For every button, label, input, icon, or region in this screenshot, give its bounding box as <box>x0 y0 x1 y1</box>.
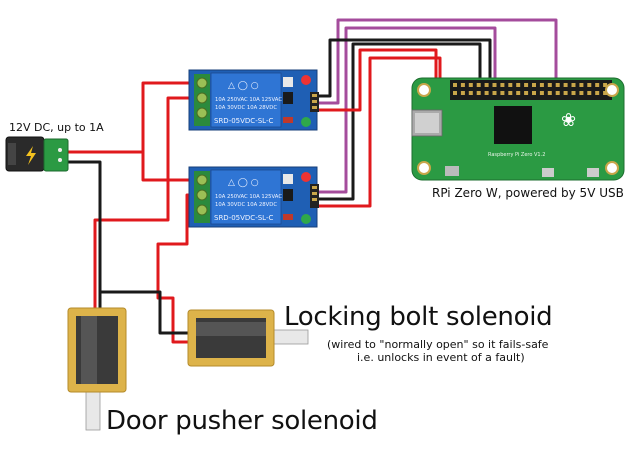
relay-1-logos: △ ◯ ○ <box>228 81 259 91</box>
relay-2-rating-line-1: 10A 250VAC 10A 125VAC <box>215 194 282 200</box>
gpio-pin <box>468 91 473 95</box>
gpio-pin <box>603 91 608 95</box>
gpio-pin <box>571 83 576 87</box>
gpio-pin <box>603 83 608 87</box>
gpio-pin <box>516 91 521 95</box>
wire-red-relay2-to-bolt <box>156 193 200 344</box>
wire-black-to-bolt <box>98 290 190 335</box>
gpio-pin <box>484 83 489 87</box>
gpio-pin <box>547 83 552 87</box>
gpio-pin <box>460 83 465 87</box>
gpio-pin <box>547 91 552 95</box>
gpio-pin <box>524 83 529 87</box>
gpio-pin <box>579 91 584 95</box>
wire-black-jack-to-door <box>64 160 102 318</box>
gpio-pin <box>595 83 600 87</box>
gpio-pin <box>555 83 560 87</box>
gpio-pin <box>460 91 465 95</box>
wires <box>64 18 558 344</box>
wire-red-jack-to-relay1 <box>64 81 200 154</box>
bolt-note-line-2: i.e. unlocks in event of a fault) <box>357 351 525 364</box>
gpio-pin <box>516 83 521 87</box>
gpio-pin <box>532 91 536 95</box>
relay-2-rating-line-2: 10A 30VDC 10A 28VDC <box>215 202 277 208</box>
gpio-pin <box>492 83 497 87</box>
gpio-pin <box>555 91 560 95</box>
rpi-label: RPi Zero W, powered by 5V USB <box>432 186 624 200</box>
raspberry-pi-zero-board: ❀ Raspberry Pi Zero V1.2 <box>411 77 625 181</box>
gpio-pin <box>539 83 544 87</box>
gpio-pin <box>484 91 489 95</box>
relay-1-model: SRD-05VDC-SL-C <box>214 117 273 125</box>
gpio-pin <box>563 91 568 95</box>
gpio-pin <box>508 91 513 95</box>
gpio-pin <box>500 91 505 95</box>
gpio-pin <box>453 83 457 87</box>
gpio-pin <box>579 83 584 87</box>
wire-purple-relay2 <box>316 26 497 194</box>
gpio-pin <box>587 83 592 87</box>
gpio-pin <box>468 83 473 87</box>
gpio-pin <box>476 83 481 87</box>
wire-red-jack-to-relay2 <box>141 150 200 182</box>
gpio-pin <box>508 83 513 87</box>
wire-black-relay1-gnd <box>316 38 492 98</box>
power-bolt-icon <box>26 146 36 165</box>
wire-red-relay1-vcc <box>316 48 438 112</box>
gpio-pin <box>539 91 544 95</box>
wire-red-relay1-to-door <box>93 96 200 318</box>
relay-2-logos: △ ◯ ○ <box>228 178 259 188</box>
gpio-pin <box>532 83 536 87</box>
wire-red-relay2-vcc <box>316 56 442 208</box>
gpio-pin <box>595 91 600 95</box>
gpio-header-pins <box>453 83 608 95</box>
door-pusher-solenoid <box>67 307 127 431</box>
relay-2-model: SRD-05VDC-SL-C <box>214 214 273 222</box>
wire-purple-relay1 <box>316 18 558 105</box>
gpio-pin <box>492 91 497 95</box>
locking-bolt-solenoid <box>187 309 309 367</box>
gpio-pin <box>571 91 576 95</box>
power-label: 12V DC, up to 1A <box>9 121 104 134</box>
dc-power-jack <box>5 136 69 172</box>
gpio-pin <box>453 91 457 95</box>
gpio-pin <box>476 91 481 95</box>
gpio-pin <box>587 91 592 95</box>
bolt-solenoid-title: Locking bolt solenoid <box>284 302 553 332</box>
relay-module-1: 10A 250VAC 10A 125VAC 10A 30VDC 10A 28VD… <box>188 69 319 131</box>
gpio-pin <box>524 91 529 95</box>
relay-module-2: 10A 250VAC 10A 125VAC 10A 30VDC 10A 28VD… <box>188 166 319 228</box>
gpio-pin <box>563 83 568 87</box>
gpio-pin <box>500 83 505 87</box>
wire-black-relay2-gnd <box>316 42 482 201</box>
board-silkscreen: Raspberry Pi Zero V1.2 <box>488 152 545 158</box>
bolt-note-line-1: (wired to "normally open" so it fails-sa… <box>327 338 549 351</box>
raspberry-logo-icon: ❀ <box>561 110 576 131</box>
door-solenoid-title: Door pusher solenoid <box>106 406 378 436</box>
relay-1-rating-line-1: 10A 250VAC 10A 125VAC <box>215 97 282 103</box>
relay-1-rating-line-2: 10A 30VDC 10A 28VDC <box>215 105 277 111</box>
